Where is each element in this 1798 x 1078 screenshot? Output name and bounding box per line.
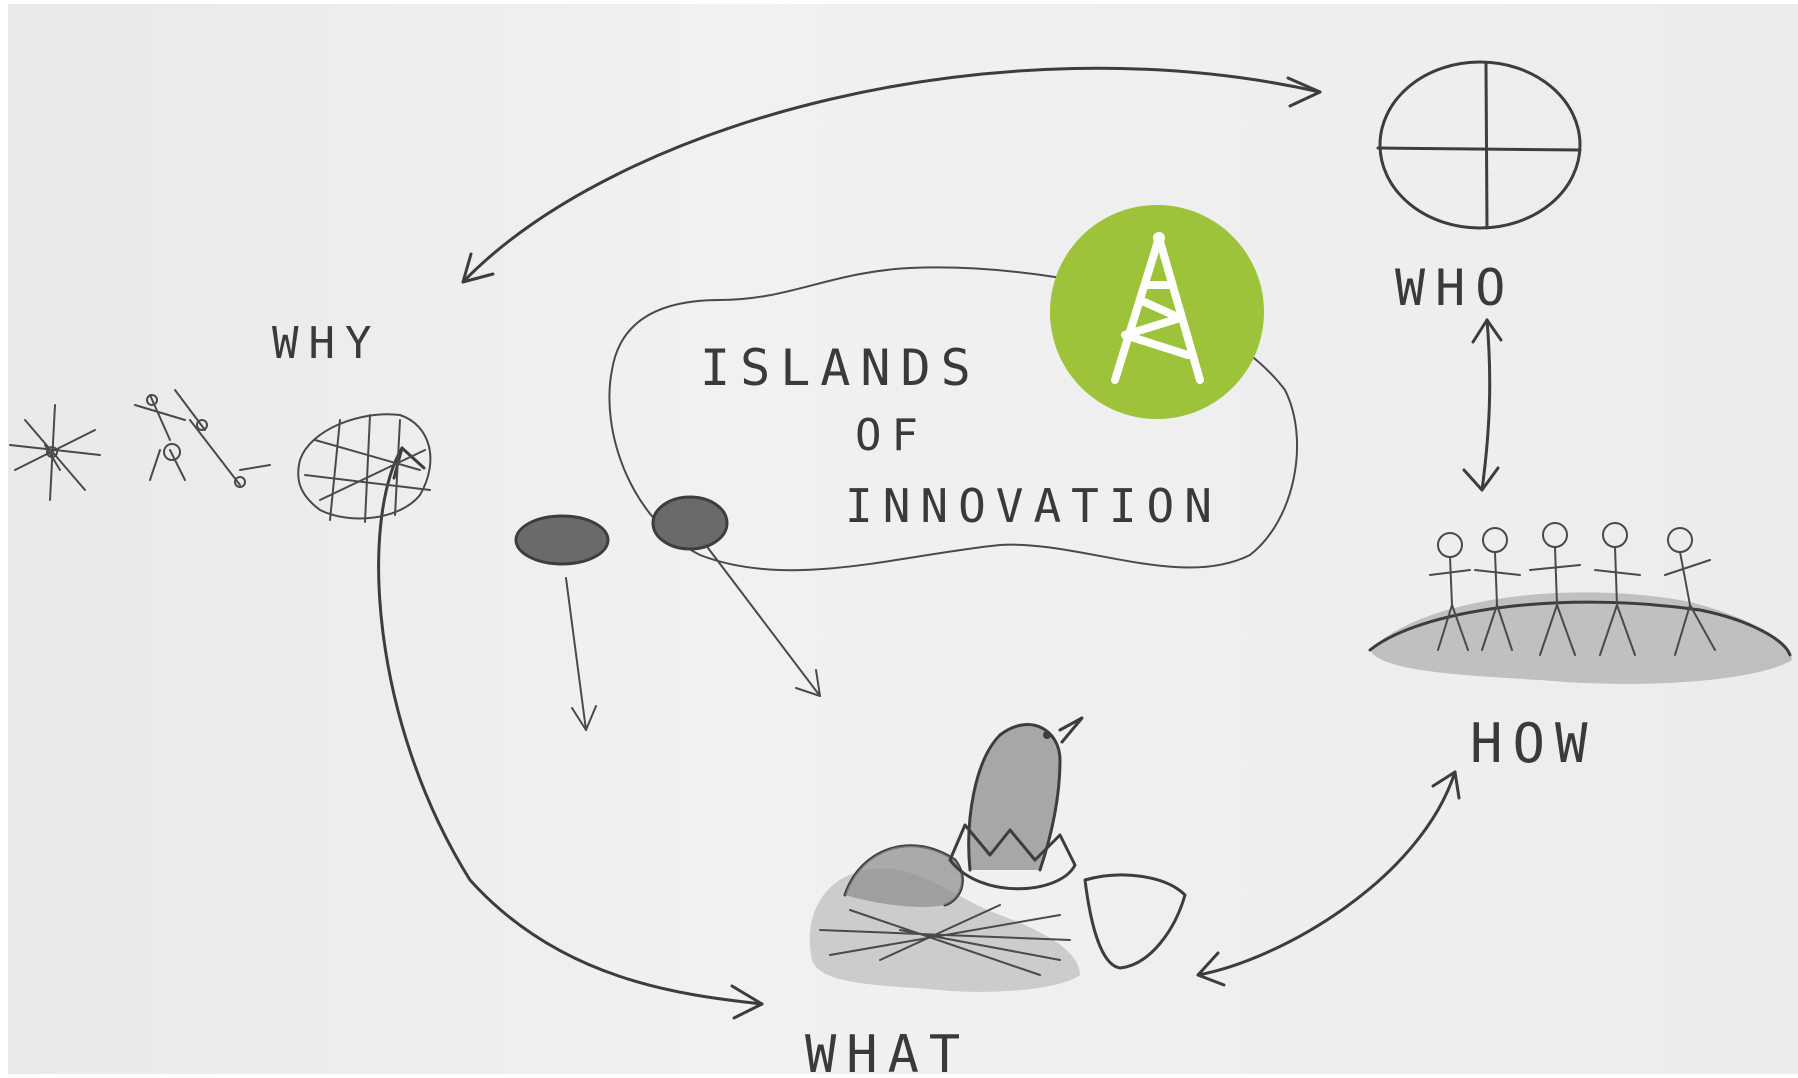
islands-label-line3: INNOVATION: [845, 479, 1222, 533]
people-on-island-icon: [1368, 522, 1792, 684]
why-label: WHY: [272, 318, 381, 369]
arrow-why-what: [377, 446, 764, 1020]
quartered-circle-icon: [1376, 60, 1582, 230]
how-label: HOW: [1470, 712, 1598, 775]
what-label: WHAT: [805, 1025, 970, 1078]
islands-label-line1: ISLANDS: [700, 339, 981, 397]
who-label: WHO: [1395, 259, 1515, 317]
islands-label-line2: OF: [855, 410, 928, 461]
arrow-who-how: [1462, 318, 1503, 492]
arrow-why-who: [461, 66, 1322, 284]
dark-islands: [514, 495, 821, 731]
network-stars-icon: [9, 389, 432, 523]
tower-icon: [1050, 205, 1264, 419]
arrow-what-how: [1196, 770, 1461, 987]
hatching-bird-nest-icon: [809, 716, 1187, 992]
